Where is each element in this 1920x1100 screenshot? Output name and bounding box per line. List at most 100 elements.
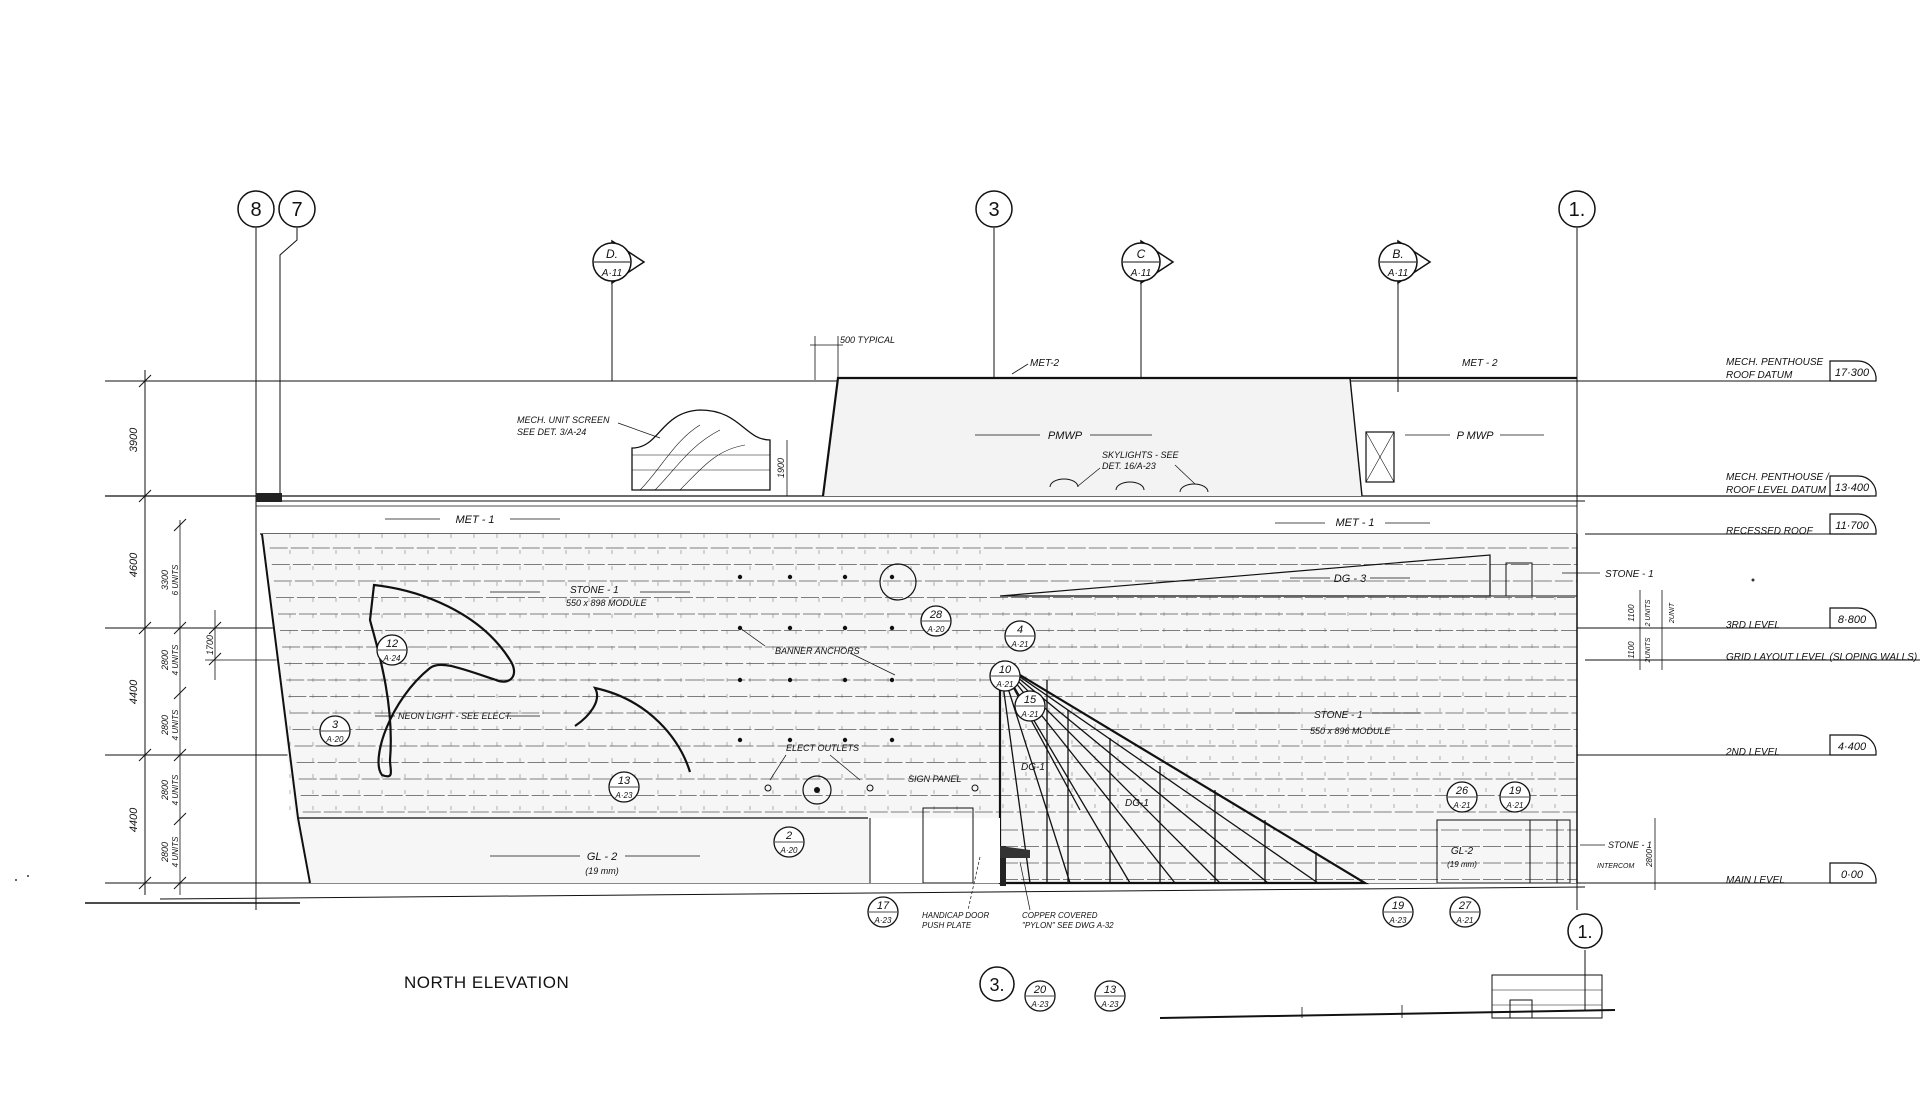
note-pmwp-2: P MWP bbox=[1457, 430, 1495, 442]
note-met2-a: MET-2 bbox=[1030, 358, 1060, 369]
detail-tag-number: 28 bbox=[929, 609, 943, 621]
dim-4400-upper: 4400 bbox=[128, 679, 140, 704]
detail-tag-26-8: 26A·21 bbox=[1446, 781, 1478, 813]
main-facade: DG - 3 STONE - 1 DG-1 DG-1 bbox=[261, 533, 1654, 886]
detail-tag-number: 15 bbox=[1024, 694, 1037, 706]
detail-tag-3-1: 3A·20 bbox=[319, 715, 351, 747]
drawing-title: NORTH ELEVATION bbox=[404, 973, 569, 992]
detail-tag-27-12: 27A·21 bbox=[1449, 896, 1481, 928]
lower-partial-section bbox=[1159, 974, 1616, 1019]
note-stone1-right: STONE - 1 bbox=[1605, 569, 1654, 580]
grid-bubble-1: 1. bbox=[1558, 190, 1596, 228]
dim-3300: 3300 bbox=[160, 570, 170, 590]
detail-tag-number: 26 bbox=[1455, 785, 1469, 797]
level-label-4: GRID LAYOUT LEVEL (SLOPING WALLS) bbox=[1726, 652, 1917, 663]
note-neon-light: NEON LIGHT - SEE ELECT. bbox=[398, 711, 512, 721]
dim-right-1100-b: 1100 bbox=[1627, 641, 1636, 659]
svg-text:3: 3 bbox=[988, 199, 999, 221]
dim-4600: 4600 bbox=[128, 552, 140, 577]
dim-4-units-a: 4 UNITS bbox=[171, 644, 180, 675]
level-name: RECESSED ROOF bbox=[1726, 526, 1814, 537]
detail-tag-13-14: 13A·23 bbox=[1094, 980, 1126, 1012]
detail-tag-sheet: A·20 bbox=[927, 625, 945, 634]
stone-grid bbox=[269, 534, 1577, 880]
dim-2800-d: 2800 bbox=[160, 842, 170, 863]
note-elect-outlets: ELECT OUTLETS bbox=[786, 743, 859, 753]
detail-tag-sheet: A·23 bbox=[615, 791, 633, 800]
level-elevation: 17·300 bbox=[1835, 367, 1870, 379]
note-met1-a: MET - 1 bbox=[455, 514, 494, 526]
dim-4-units-b: 4 UNITS bbox=[171, 709, 180, 740]
dim-2800-c: 2800 bbox=[160, 780, 170, 801]
detail-tag-sheet: A·21 bbox=[1453, 801, 1471, 810]
note-met1-b: MET - 1 bbox=[1335, 517, 1374, 529]
note-dg1-b: DG-1 bbox=[1125, 798, 1149, 809]
note-sign-panel: SIGN PANEL bbox=[908, 774, 961, 784]
level-elevation: 4·400 bbox=[1838, 741, 1867, 753]
detail-tag-19-10: 19A·23 bbox=[1382, 896, 1414, 928]
note-gl2-b: GL-2 bbox=[1451, 846, 1474, 857]
detail-tag-10-5: 10A·21 bbox=[989, 660, 1021, 692]
detail-tag-sheet: A·20 bbox=[780, 846, 798, 855]
level-label-0: MECH. PENTHOUSE ROOF DATUM 17·300 bbox=[1726, 357, 1877, 382]
detail-tag-number: 13 bbox=[618, 775, 631, 787]
grid-bubble-1-lower: 1. bbox=[1567, 913, 1603, 949]
detail-tag-4-4: 4A·21 bbox=[1004, 620, 1036, 652]
section-marker-b: B. A·11 bbox=[1378, 239, 1432, 392]
grid-bubble-3: 3 bbox=[975, 190, 1013, 228]
dim-1900: 1900 bbox=[776, 458, 786, 478]
svg-text:C: C bbox=[1137, 247, 1146, 261]
level-name-line2: ROOF LEVEL DATUM bbox=[1726, 485, 1827, 496]
detail-tag-sheet: A·21 bbox=[1021, 710, 1039, 719]
dim-right-1100-a: 1100 bbox=[1627, 604, 1636, 622]
note-500-typical: 500 TYPICAL bbox=[840, 335, 895, 345]
svg-text:7: 7 bbox=[291, 199, 302, 221]
detail-tag-15-6: 15A·21 bbox=[1014, 690, 1046, 722]
detail-tag-sheet: A·23 bbox=[1101, 1000, 1119, 1009]
svg-text:A·11: A·11 bbox=[601, 268, 622, 279]
dim-1700: 1700 bbox=[205, 635, 215, 655]
detail-tag-20-13: 20A·23 bbox=[1024, 980, 1056, 1012]
dim-2800-a: 2800 bbox=[160, 650, 170, 671]
svg-text:A·11: A·11 bbox=[1387, 268, 1408, 279]
detail-tag-number: 27 bbox=[1458, 900, 1472, 912]
dim-2800-b: 2800 bbox=[160, 715, 170, 736]
level-name: MECH. PENTHOUSE bbox=[1726, 357, 1824, 368]
detail-tag-sheet: A·24 bbox=[383, 654, 401, 663]
detail-tag-number: 20 bbox=[1033, 984, 1047, 996]
level-name: MAIN LEVEL bbox=[1726, 875, 1785, 886]
detail-tag-sheet: A·23 bbox=[1031, 1000, 1049, 1009]
level-label-6: MAIN LEVEL 0·00 bbox=[1726, 862, 1877, 886]
note-stone1-b-module: 550 x 896 MODULE bbox=[1310, 726, 1392, 736]
svg-text:D.: D. bbox=[606, 247, 618, 261]
note-gl2-a: GL - 2 bbox=[587, 851, 617, 863]
facade-annotations: STONE - 1 550 x 898 MODULE BANNER ANCHOR… bbox=[375, 585, 1652, 930]
note-dg1-a: DG-1 bbox=[1021, 762, 1045, 773]
detail-tag-sheet: A·21 bbox=[1506, 801, 1524, 810]
note-copper-covered: COPPER COVERED bbox=[1022, 911, 1098, 920]
note-met2-b: MET - 2 bbox=[1462, 358, 1498, 369]
note-stone1-a: STONE - 1 bbox=[570, 585, 619, 596]
dim-right-2units-b: 2UNITS bbox=[1645, 637, 1652, 663]
note-push-plate: PUSH PLATE bbox=[922, 921, 972, 930]
dim-3900: 3900 bbox=[128, 427, 140, 452]
note-stone1-a-module: 550 x 898 MODULE bbox=[566, 598, 648, 608]
level-name: 3RD LEVEL bbox=[1726, 620, 1780, 631]
roof-band: MET - 1 MET - 1 bbox=[256, 493, 1585, 535]
detail-tag-number: 10 bbox=[999, 664, 1012, 676]
detail-tag-number: 17 bbox=[877, 900, 890, 912]
note-gl2-a-size: (19 mm) bbox=[585, 866, 619, 876]
svg-text:A·11: A·11 bbox=[1130, 268, 1151, 279]
level-elevation: 8·800 bbox=[1838, 614, 1867, 626]
svg-text:3.: 3. bbox=[989, 975, 1004, 995]
svg-text:1.: 1. bbox=[1569, 199, 1586, 221]
level-elevation: 0·00 bbox=[1841, 869, 1864, 881]
detail-tag-number: 2 bbox=[785, 830, 792, 842]
level-name-line2: ROOF DATUM bbox=[1726, 370, 1793, 381]
level-name: GRID LAYOUT LEVEL (SLOPING WALLS) bbox=[1726, 652, 1917, 663]
right-dimension-strings: 1100 2 UNITS 2UNIT 1100 2UNITS 2800 bbox=[1627, 590, 1676, 890]
section-marker-d: D. A·11 bbox=[592, 239, 646, 381]
note-skylights-1: SKYLIGHTS - SEE bbox=[1102, 450, 1180, 460]
